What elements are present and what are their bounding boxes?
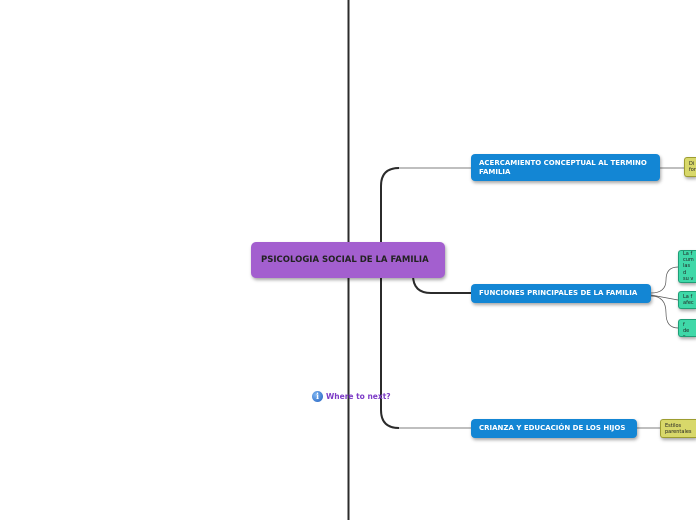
connector-branch-2 [412, 274, 471, 294]
leaf-label: La f de s [683, 320, 690, 336]
leaf-node-estilos-parentales[interactable]: Estilos parentales [660, 419, 696, 438]
branch-acercamiento-conceptual[interactable]: ACERCAMIENTO CONCEPTUAL AL TERMINO FAMIL… [471, 154, 660, 181]
leaf-node-funcion-2[interactable]: La f afec [678, 291, 696, 309]
leaf-node-funcion-3[interactable]: La f de s [678, 319, 696, 337]
leaf-node-funcion-1[interactable]: La f cum las d su v [678, 250, 696, 283]
branch-crianza-educacion[interactable]: CRIANZA Y EDUCACIÓN DE LOS HIJOS [471, 419, 637, 438]
where-to-next-link[interactable]: i Where to next? [312, 391, 391, 402]
central-topic[interactable]: PSICOLOGIA SOCIAL DE LA FAMILIA [251, 242, 445, 278]
connector-leaf-4 [650, 295, 679, 329]
leaf-label: La f afec [683, 293, 694, 306]
leaf-label: Di for [689, 161, 696, 173]
connector-leaf-2 [650, 266, 679, 294]
leaf-label: Estilos parentales [665, 422, 692, 435]
leaf-node-definition[interactable]: Di for [684, 157, 696, 177]
branch-label: FUNCIONES PRINCIPALES DE LA FAMILIA [479, 289, 638, 297]
branch-label: ACERCAMIENTO CONCEPTUAL AL TERMINO FAMIL… [479, 158, 647, 176]
central-topic-label: PSICOLOGIA SOCIAL DE LA FAMILIA [261, 254, 429, 265]
trunk-line [380, 260, 400, 429]
branch-funciones-principales[interactable]: FUNCIONES PRINCIPALES DE LA FAMILIA [471, 284, 651, 303]
info-icon: i [312, 391, 323, 402]
branch-label: CRIANZA Y EDUCACIÓN DE LOS HIJOS [479, 424, 626, 432]
trunk-line-upper [380, 167, 400, 260]
where-to-next-label: Where to next? [326, 392, 391, 401]
leaf-label: La f cum las d su v [683, 251, 694, 282]
connector-leaf-3 [650, 294, 679, 301]
